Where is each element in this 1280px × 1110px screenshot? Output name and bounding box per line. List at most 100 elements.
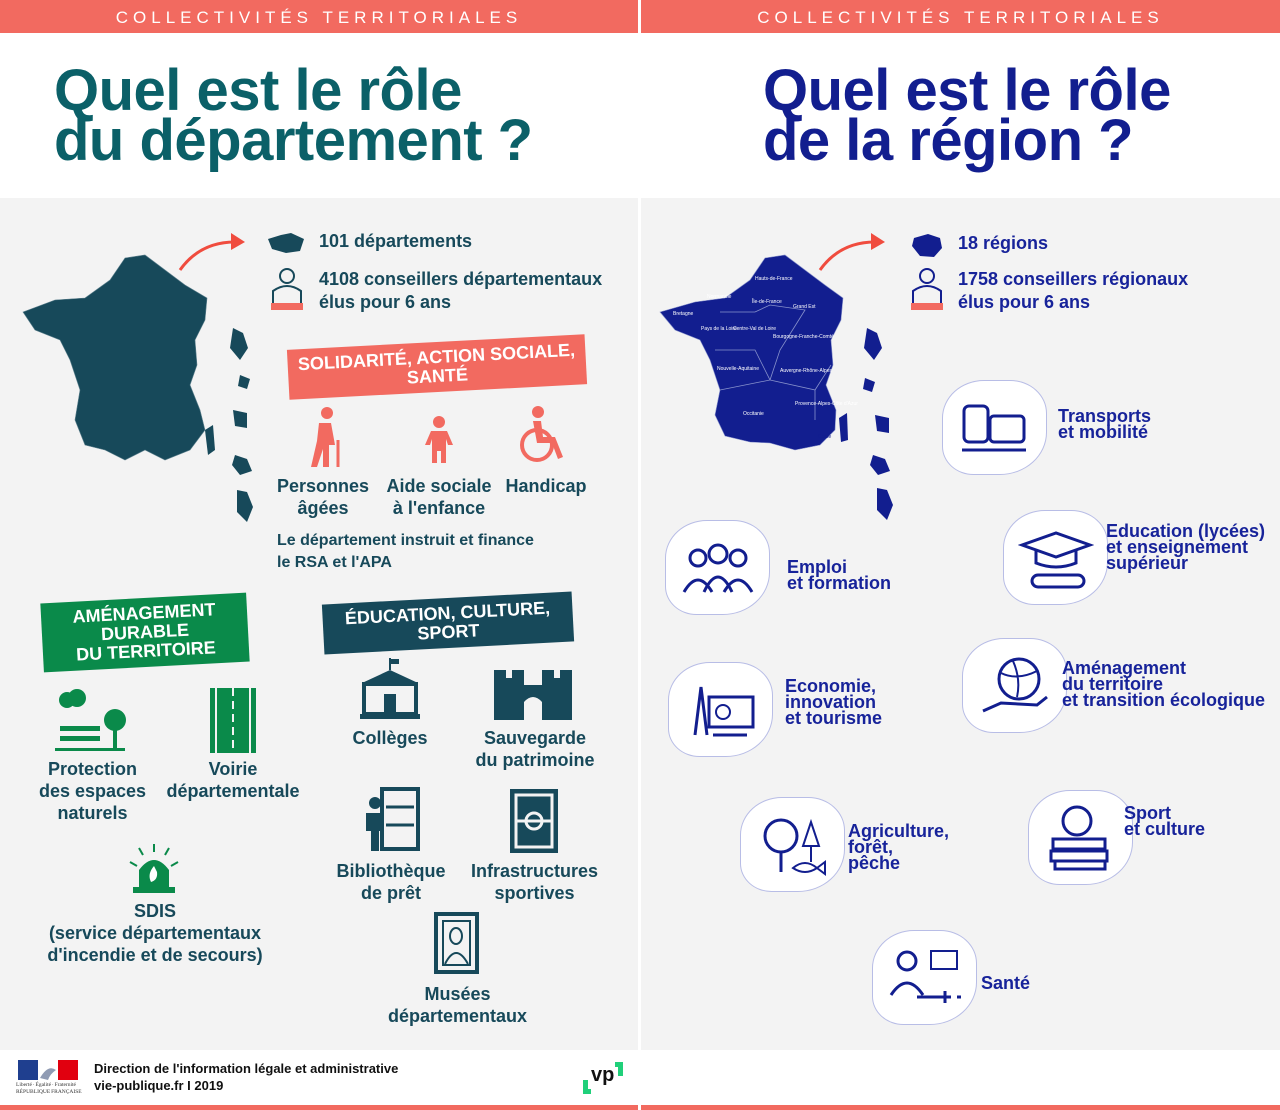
item-label: Infrastructures (470, 861, 599, 881)
item-label: départementale (166, 781, 300, 801)
right-stat-conseillers-line2: élus pour 6 ans (958, 292, 1091, 312)
competence-line: Emploi (787, 557, 848, 577)
right-title-line1: Quel est le rôle (763, 58, 1171, 123)
map-label: Bretagne (673, 311, 694, 317)
sdis-line: (service départementaux (48, 923, 262, 943)
item-label: du patrimoine (475, 750, 595, 770)
left-stat-departements: 101 départements (319, 231, 473, 251)
child-icon (425, 416, 453, 463)
competence-line: et enseignement (1106, 537, 1249, 557)
sdis-line: SDIS (133, 901, 176, 921)
left-footer (0, 1050, 638, 1105)
tree-fish-icon (740, 797, 845, 892)
solidarity-item-handicap: Handicap (498, 475, 594, 497)
arrow-icon (178, 233, 245, 271)
elected-official-icon (911, 268, 943, 310)
education-item-colleges: Collèges (352, 728, 428, 748)
item-label: des espaces (38, 781, 147, 801)
item-label: à l'enfance (392, 498, 486, 518)
map-label: Pays de la Loire (701, 326, 737, 332)
competence-line: Agriculture, (848, 821, 950, 841)
competence-line: supérieur (1106, 553, 1189, 573)
note-line1: Le département instruit et finance (277, 532, 534, 549)
park-bench-icon (55, 689, 126, 751)
left-header-text: COLLECTIVITÉS TERRITORIALES (115, 8, 523, 27)
right-stat-regions: 18 régions (958, 233, 1049, 253)
right-stat-conseillers-line1: 1758 conseillers régionaux (958, 269, 1189, 289)
college-building-icon (360, 658, 420, 719)
competence-line: et tourisme (785, 708, 883, 728)
globe-hand-icon (962, 638, 1067, 733)
item-label: Musées (424, 984, 491, 1004)
map-label: Occitanie (743, 411, 764, 417)
competence-agriculture: Agriculture,forêt,pêche (848, 821, 950, 873)
region-shape-icon (912, 234, 942, 257)
map-label: Provence-Alpes-Côte d'Azur (795, 401, 858, 407)
footer-line1: Direction de l'information légale et adm… (94, 1061, 399, 1076)
france-departements-map (22, 254, 253, 522)
library-icon (366, 787, 420, 851)
item-label: Protection (47, 759, 137, 779)
map-label: Corse (818, 434, 832, 440)
item-label: naturels (57, 803, 128, 823)
left-title-line1: Quel est le rôle (54, 58, 462, 123)
item-label: départementaux (387, 1006, 528, 1026)
competence-line: Education (lycées) (1106, 521, 1266, 541)
footer-credits: Direction de l'information légale et adm… (94, 1060, 398, 1094)
left-title-line2: du département ? (54, 108, 533, 173)
road-icon (210, 688, 256, 753)
competence-line: et transition écologique (1062, 690, 1266, 710)
competence-line: du territoire (1062, 674, 1164, 694)
competence-line: et culture (1124, 819, 1206, 839)
competence-line: Aménagement (1062, 658, 1187, 678)
sports-field-icon (510, 789, 558, 853)
arrow-icon (818, 233, 885, 271)
vp-logo: vp (583, 1062, 623, 1094)
france-regions-map: Hauts-de-France Normandie Île-de-France … (659, 254, 893, 520)
right-title-line2: de la région ? (763, 108, 1134, 173)
map-label: Hauts-de-France (755, 276, 793, 282)
competence-line: Economie, (785, 676, 877, 696)
economy-icon (668, 662, 773, 757)
ball-books-icon (1028, 790, 1133, 885)
train-icon (942, 380, 1047, 475)
elected-official-icon (271, 268, 303, 310)
item-label: Bibliothèque (336, 861, 446, 881)
item-label: de prêt (360, 883, 421, 903)
item-label: Sauvegarde (483, 728, 587, 748)
fire-alarm-icon (129, 844, 179, 893)
competence-line: Transports (1058, 406, 1152, 426)
right-footer (641, 1050, 1280, 1105)
right-header-text: COLLECTIVITÉS TERRITORIALES (757, 8, 1164, 27)
competence-line: et formation (787, 573, 892, 593)
left-header-bar: COLLECTIVITÉS TERRITORIALES (0, 0, 638, 33)
competence-line: pêche (848, 853, 901, 873)
museum-painting-icon (434, 912, 479, 974)
departement-shape-icon (268, 233, 304, 253)
left-stat-conseillers-line2: élus pour 6 ans (319, 292, 452, 312)
marianne-motto-text: Liberté · Égalité · Fraternité RÉPUBLIQU… (16, 1082, 82, 1095)
right-stat-conseillers: 1758 conseillers régionaux élus pour 6 an… (958, 268, 1188, 314)
wheelchair-icon (520, 406, 563, 462)
item-label: sportives (494, 883, 575, 903)
item-label: Voirie (208, 759, 258, 779)
map-label: Île-de-France (751, 298, 782, 305)
map-label: Auvergne-Rhône-Alpes (780, 368, 832, 374)
map-label: Nouvelle-Aquitaine (717, 366, 759, 372)
graduation-icon (1003, 510, 1108, 605)
